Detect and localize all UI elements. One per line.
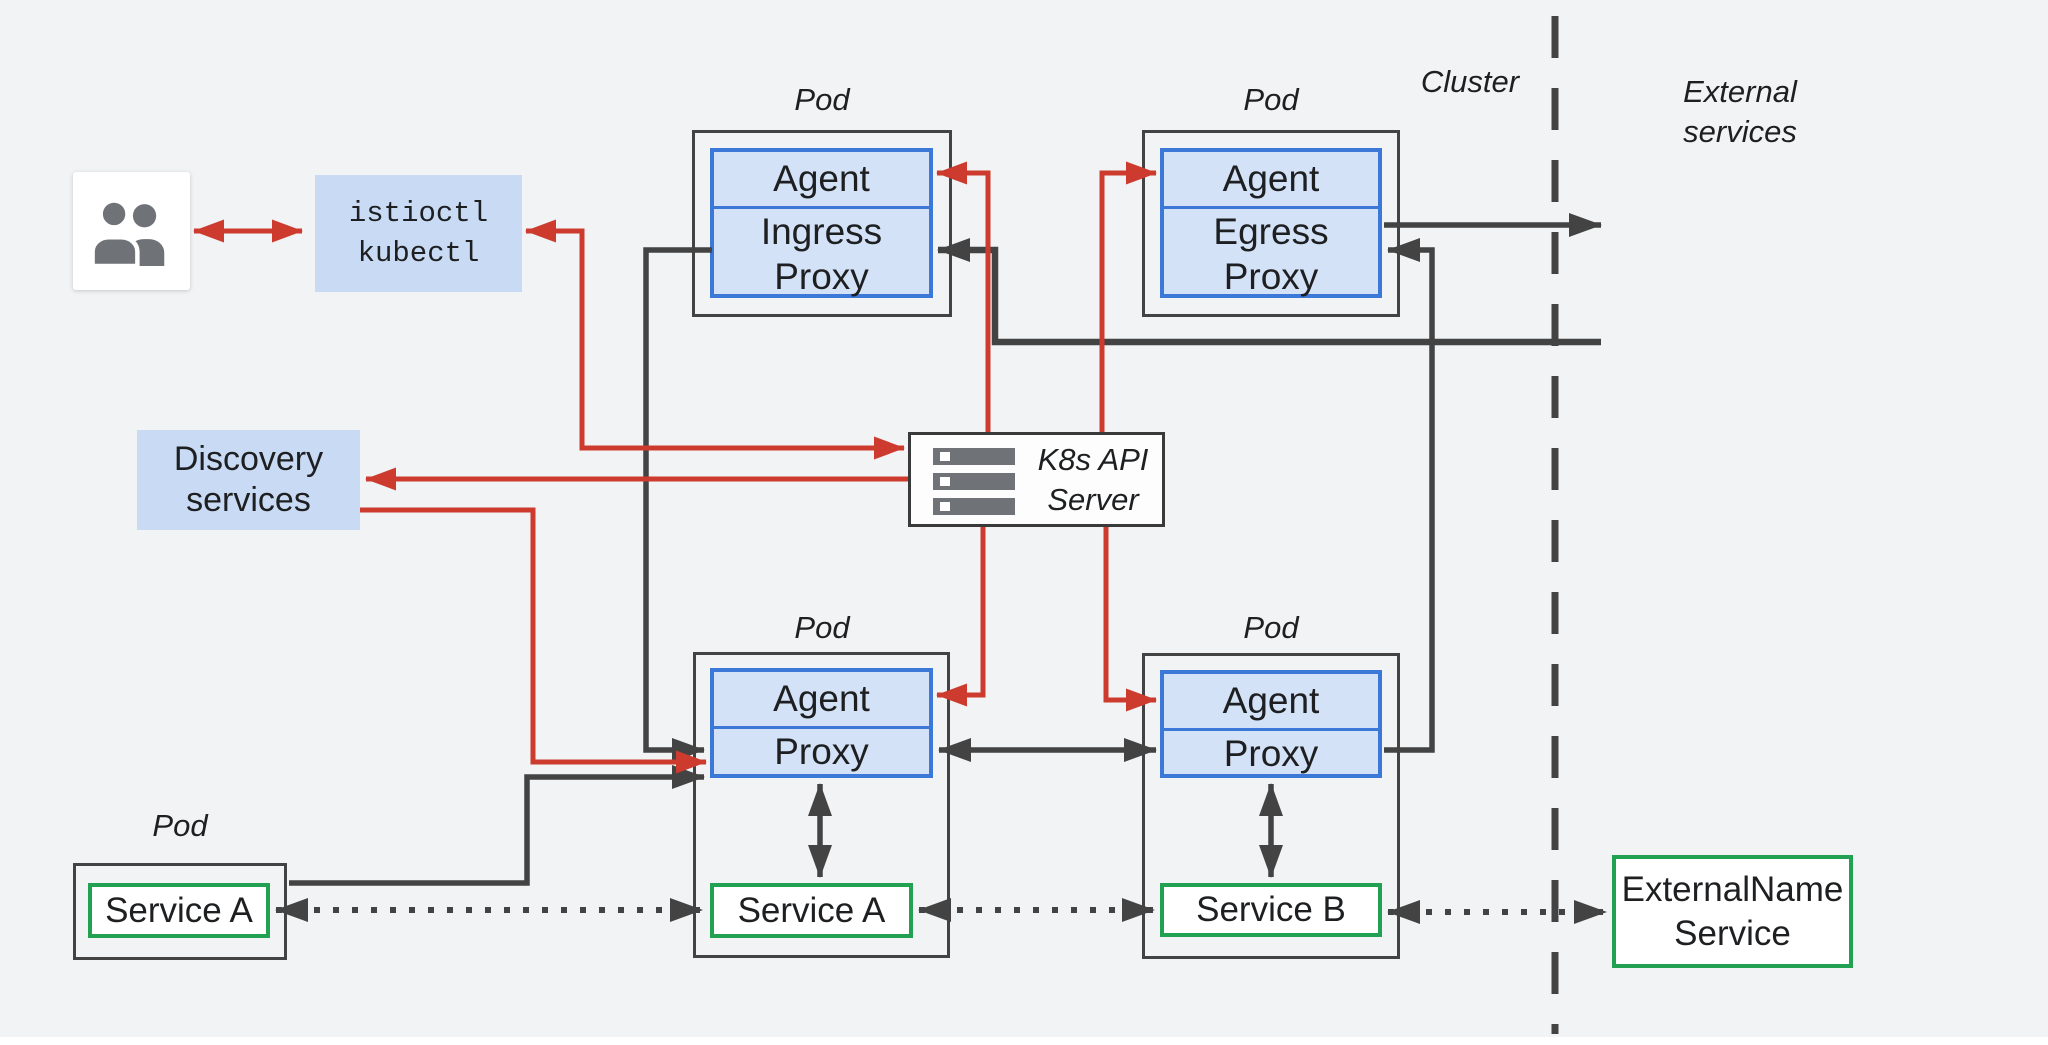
k8s-label-line1: K8s API [1037, 442, 1149, 477]
bottom-page-edge [0, 1037, 2048, 1045]
pod-service-a-label: Pod [794, 610, 850, 645]
discovery-line2: services [186, 481, 311, 519]
pod-client-label: Pod [152, 808, 208, 843]
users-icon [89, 198, 164, 266]
istioctl-label: istioctl [348, 196, 489, 230]
ingress-proxy-line1: Ingress [760, 211, 883, 252]
pod-service-a-containers: Agent Proxy [710, 668, 933, 778]
ingress-agent-box: Agent [773, 158, 870, 199]
pod-service-b-label: Pod [1243, 610, 1299, 645]
egress-agent-box: Agent [1222, 158, 1320, 199]
egress-proxy-line2: Proxy [1223, 256, 1319, 297]
pod-egress-containers: Agent Egress Proxy [1160, 148, 1382, 298]
external-services-line2: services [1683, 114, 1797, 149]
users-card [73, 172, 190, 290]
discovery-line1: Discovery [173, 440, 324, 478]
kubectl-label: kubectl [357, 236, 480, 270]
k8s-label-line2: Server [1047, 482, 1139, 517]
server-icon [933, 448, 1015, 515]
arrow-discovery-to-proxy-a [360, 507, 707, 774]
pod-service-b [1142, 653, 1400, 959]
k8s-api-server-box: K8s API Server [908, 432, 1165, 527]
service-a-proxy-box: Proxy [714, 726, 929, 774]
external-name-line1: ExternalName [1621, 869, 1844, 909]
arrow-client-service-a-to-proxy-a [289, 765, 705, 886]
pod-service-b-containers: Agent Proxy [1160, 670, 1382, 778]
egress-proxy-box: Egress Proxy [1164, 206, 1378, 299]
ingress-proxy-line2: Proxy [774, 256, 869, 297]
service-b-agent-box: Agent [1222, 680, 1320, 721]
external-name-line2: Service [1674, 913, 1791, 953]
egress-proxy-line1: Egress [1213, 211, 1329, 252]
service-b-proxy-box: Proxy [1164, 728, 1378, 776]
external-services-label: External services [1650, 70, 1830, 154]
k8s-api-server-label: K8s API Server [1023, 440, 1163, 520]
istioctl-kubectl-box: istioctl kubectl [315, 175, 522, 292]
cluster-label: Cluster [1420, 64, 1520, 99]
service-a-box: Service A [710, 883, 913, 938]
external-services-line1: External [1683, 74, 1797, 109]
pod-ingress-label: Pod [794, 82, 850, 117]
service-b-box: Service B [1160, 883, 1382, 937]
pod-ingress-containers: Agent Ingress Proxy [710, 148, 933, 298]
pod-egress-label: Pod [1243, 82, 1299, 117]
service-a-agent-box: Agent [773, 678, 870, 719]
discovery-services-box: Discovery services [137, 430, 360, 530]
client-service-a-box: Service A [88, 883, 270, 938]
ingress-proxy-box: Ingress Proxy [714, 206, 929, 299]
external-name-service-box: ExternalName Service [1612, 855, 1853, 968]
